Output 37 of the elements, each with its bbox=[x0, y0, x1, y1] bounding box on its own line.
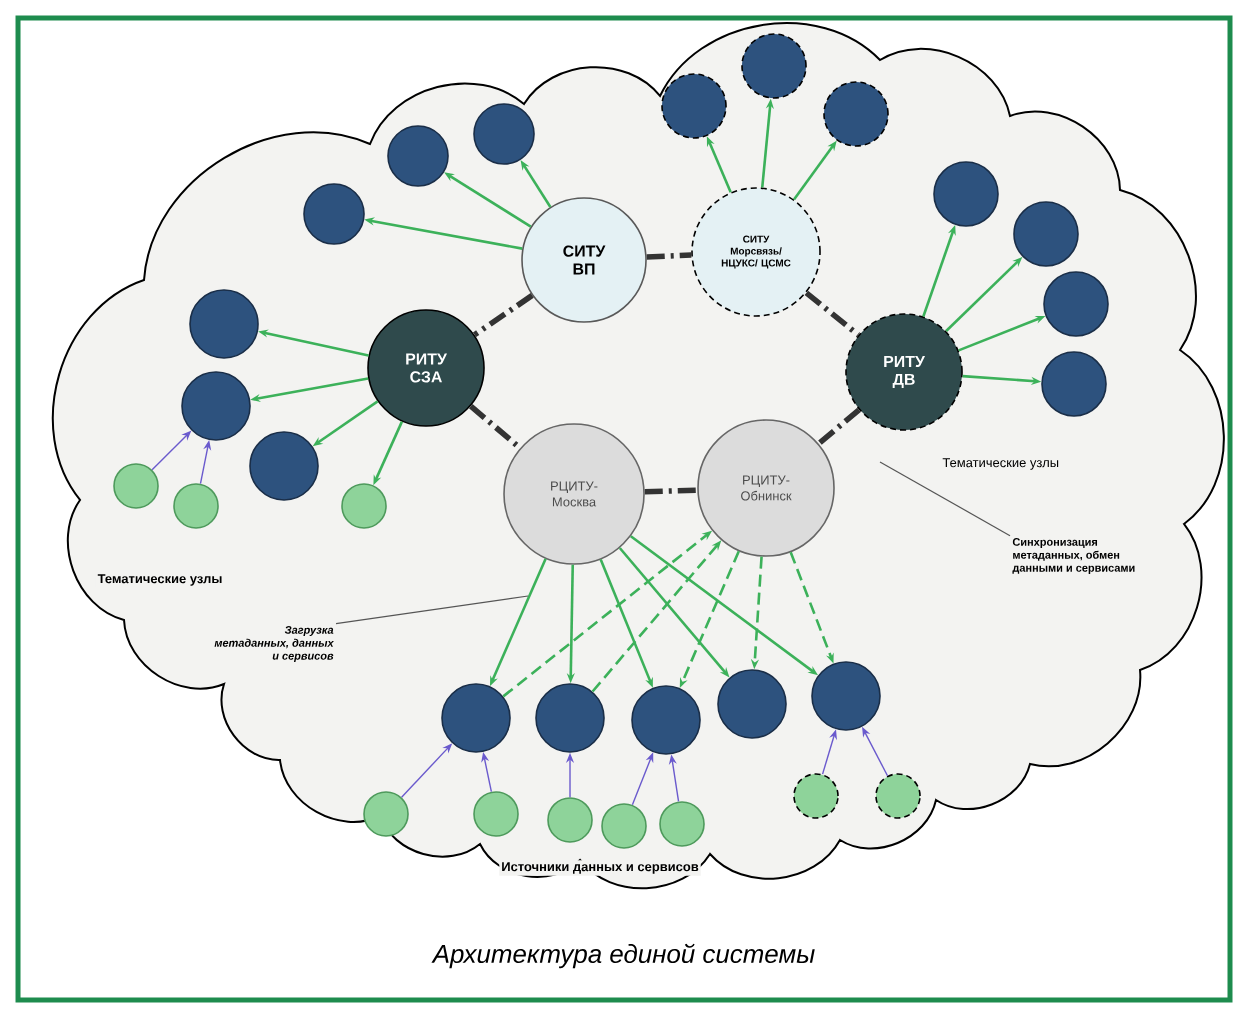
node-circle bbox=[303, 183, 365, 245]
node-circle bbox=[793, 773, 839, 819]
connector-line bbox=[468, 403, 522, 451]
node-circle bbox=[741, 33, 807, 99]
node-circle bbox=[387, 125, 449, 187]
caption: Архитектура единой системы bbox=[431, 943, 815, 969]
node-circle bbox=[811, 661, 881, 731]
node-circle bbox=[1043, 271, 1109, 337]
node-circle bbox=[661, 73, 727, 139]
connector-line bbox=[472, 293, 534, 338]
node-circle bbox=[875, 773, 921, 819]
node-circle bbox=[363, 791, 409, 837]
node-circle bbox=[535, 683, 605, 753]
node-circle bbox=[933, 161, 999, 227]
node-circle bbox=[249, 431, 319, 501]
node-circle bbox=[631, 685, 701, 755]
node-circle bbox=[441, 683, 511, 753]
connector-line bbox=[804, 290, 861, 338]
leader-line bbox=[335, 595, 529, 625]
node-circle bbox=[823, 81, 889, 147]
node-circle bbox=[173, 483, 219, 529]
node-circle bbox=[717, 669, 787, 739]
node-circle bbox=[181, 371, 251, 441]
node-circle bbox=[113, 463, 159, 509]
node-circle bbox=[547, 797, 593, 843]
node-circle bbox=[473, 103, 535, 165]
node-circle bbox=[1041, 351, 1107, 417]
node-circle bbox=[1013, 201, 1079, 267]
connector-line bbox=[646, 252, 692, 260]
node-circle bbox=[601, 803, 647, 849]
node-circle bbox=[659, 801, 705, 847]
connector-line bbox=[816, 407, 861, 446]
connector-line bbox=[644, 487, 698, 495]
node-circle bbox=[341, 483, 387, 529]
node-circle bbox=[189, 289, 259, 359]
leader-line bbox=[879, 461, 1011, 537]
node-circle bbox=[473, 791, 519, 837]
